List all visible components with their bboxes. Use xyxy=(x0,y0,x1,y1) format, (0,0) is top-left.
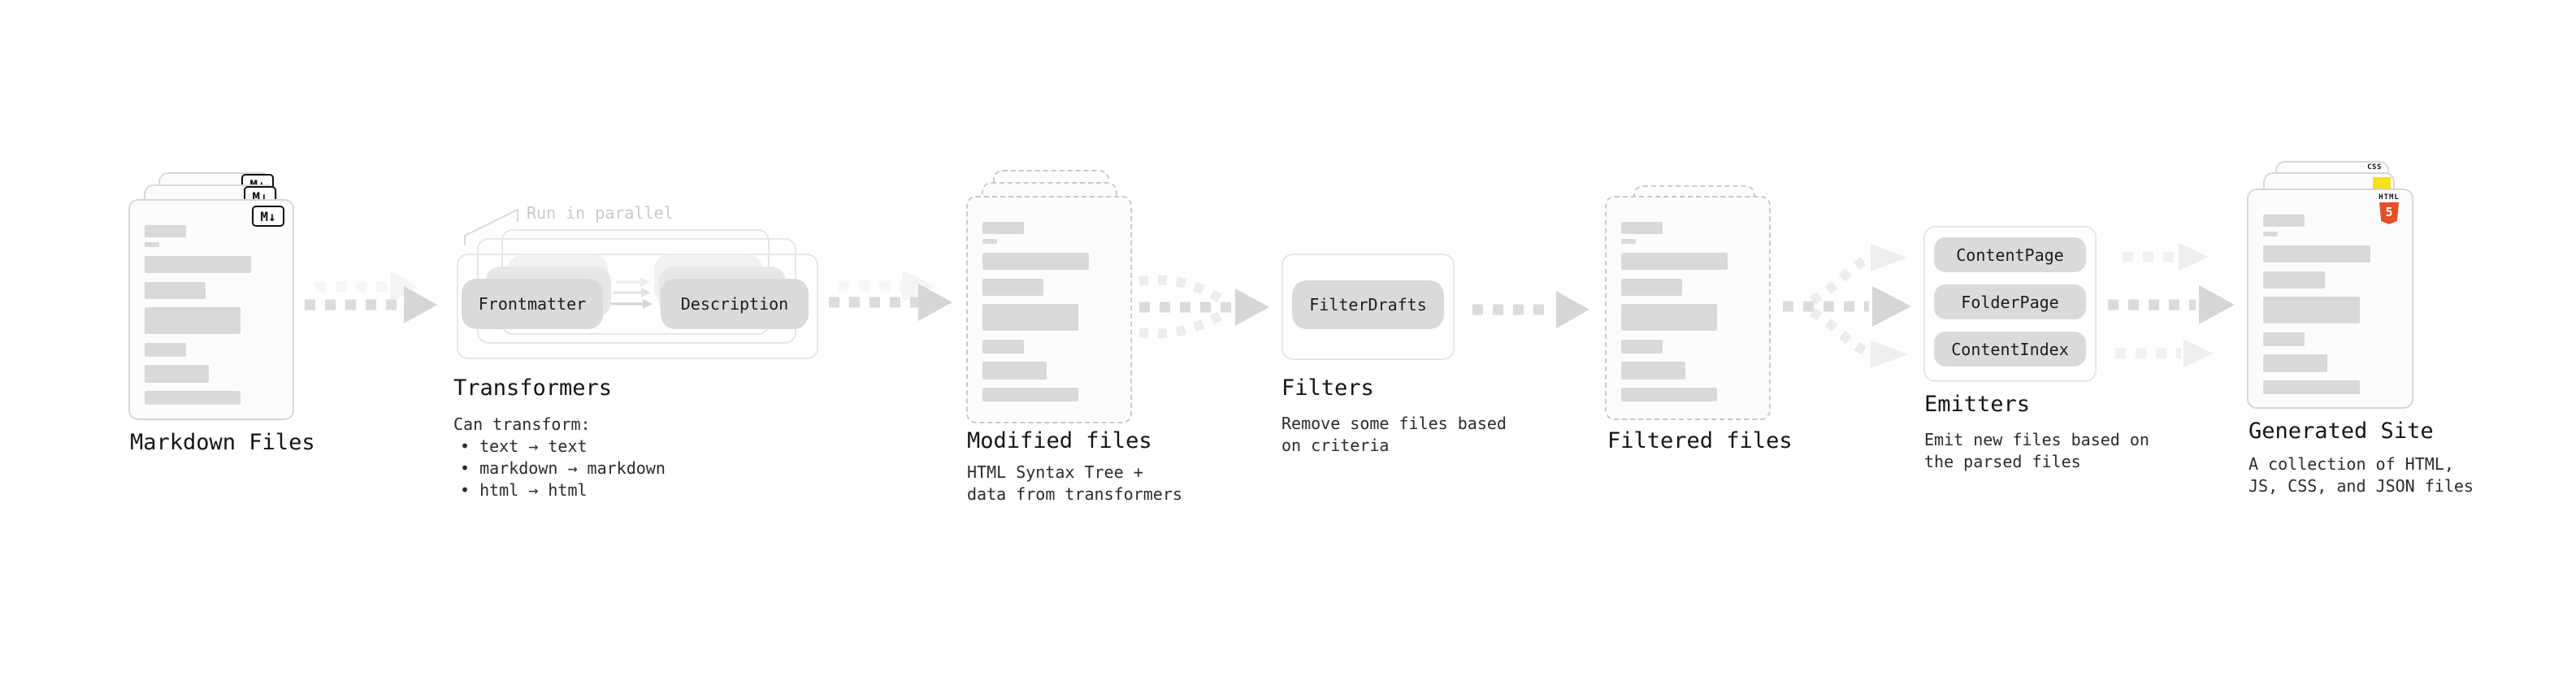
markdown-icon: M↓ xyxy=(252,206,284,227)
folderpage-pill: FolderPage xyxy=(1934,284,2086,319)
skeleton-bar xyxy=(145,307,241,334)
skeleton-bar xyxy=(982,222,1024,234)
html5-icon: HTML 5 xyxy=(2373,193,2405,224)
transformers-note-heading: Can transform: xyxy=(453,414,591,434)
filters-subtitle-line1: Remove some files based xyxy=(1281,414,1507,433)
skeleton-bar xyxy=(982,279,1044,296)
frontmatter-pill: Frontmatter xyxy=(462,279,603,329)
file-card-front: HTML 5 xyxy=(2247,189,2413,409)
filterdrafts-pill: FilterDrafts xyxy=(1292,280,1444,329)
skeleton-bar xyxy=(1621,239,1637,244)
skeleton-bar xyxy=(2263,332,2305,346)
skeleton-bar xyxy=(2263,380,2360,394)
stage-title-filters: Filters xyxy=(1281,375,1374,401)
skeleton-bar xyxy=(2263,297,2360,323)
skeleton-bar xyxy=(982,304,1079,331)
file-card-front: M↓ xyxy=(128,199,294,420)
skeleton-bar xyxy=(1621,253,1728,270)
contentindex-pill: ContentIndex xyxy=(1934,332,2086,367)
skeleton-bar xyxy=(2263,271,2325,288)
description-pill: Description xyxy=(661,279,809,329)
generated-subtitle-line1: A collection of HTML, xyxy=(2249,454,2454,474)
skeleton-bar xyxy=(145,242,160,247)
file-skeleton xyxy=(1607,222,1769,401)
skeleton-bar xyxy=(2263,245,2370,262)
skeleton-bar xyxy=(982,239,998,244)
modified-subtitle-line1: HTML Syntax Tree + xyxy=(967,462,1143,482)
filters-subtitle-line2: on criteria xyxy=(1281,436,1390,455)
transformers-bullet: • markdown → markdown xyxy=(460,458,666,478)
modified-subtitle-line2: data from transformers xyxy=(967,484,1182,504)
skeleton-bar xyxy=(2263,232,2279,236)
js-icon xyxy=(2373,177,2391,192)
skeleton-bar xyxy=(982,340,1024,354)
emitters-frame xyxy=(1923,226,2097,382)
skeleton-bar xyxy=(145,282,206,299)
file-skeleton xyxy=(130,225,293,405)
skeleton-bar xyxy=(982,362,1047,380)
skeleton-bar xyxy=(1621,304,1718,331)
contentpage-pill: ContentPage xyxy=(1934,237,2086,272)
transformers-bullet: • html → html xyxy=(460,480,588,500)
stage-title-markdown-files: Markdown Files xyxy=(130,430,315,455)
skeleton-bar xyxy=(145,256,252,273)
arrow-filtered-to-emitters xyxy=(1783,244,1911,368)
skeleton-bar xyxy=(145,225,186,237)
arrow-transformers-to-modified xyxy=(829,270,952,321)
skeleton-bar xyxy=(1621,279,1683,296)
arrow-filters-to-filtered xyxy=(1472,291,1589,328)
transformer-frame-front xyxy=(457,254,818,359)
skeleton-bar xyxy=(145,391,241,405)
arrow-markdown-to-transformers xyxy=(305,270,437,323)
skeleton-bar xyxy=(2263,215,2305,227)
stage-title-modified-files: Modified files xyxy=(967,428,1152,453)
skeleton-bar xyxy=(2263,354,2328,372)
skeleton-bar xyxy=(982,253,1090,270)
skeleton-bar xyxy=(1621,388,1718,401)
stage-title-emitters: Emitters xyxy=(1924,392,2031,417)
emitters-subtitle-line2: the parsed files xyxy=(1924,452,2081,471)
skeleton-bar xyxy=(1621,340,1663,354)
stage-title-filtered-files: Filtered files xyxy=(1607,428,1793,453)
file-card-front xyxy=(966,196,1132,423)
stage-title-generated-site: Generated Site xyxy=(2249,419,2434,444)
skeleton-bar xyxy=(1621,362,1685,380)
generated-subtitle-line2: JS, CSS, and JSON files xyxy=(2249,476,2474,496)
arrow-emitters-to-generated xyxy=(2108,243,2235,367)
arrow-modified-to-filters xyxy=(1138,275,1269,339)
parallel-note: Run in parallel xyxy=(527,203,674,223)
file-skeleton xyxy=(968,222,1130,401)
skeleton-bar xyxy=(145,343,186,357)
transformers-bullet: • text → text xyxy=(460,436,588,456)
stage-title-transformers: Transformers xyxy=(453,375,613,401)
file-card-front xyxy=(1605,196,1771,420)
skeleton-bar xyxy=(982,388,1079,401)
skeleton-bar xyxy=(1621,222,1663,234)
file-skeleton xyxy=(2249,215,2412,394)
skeleton-bar xyxy=(145,365,209,383)
filters-frame xyxy=(1281,254,1455,360)
emitters-subtitle-line1: Emit new files based on xyxy=(1924,430,2149,449)
